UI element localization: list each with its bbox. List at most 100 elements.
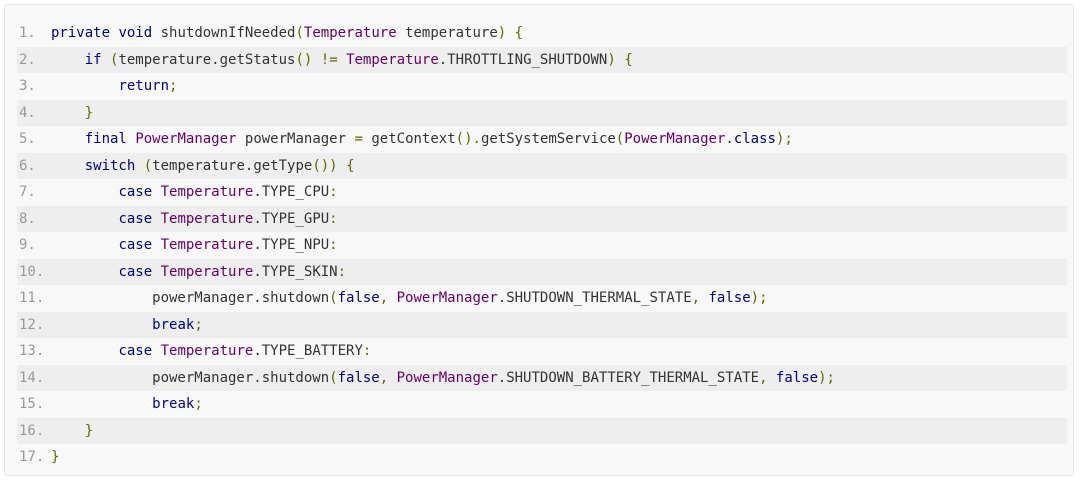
code-token-ident: powerManager.shutdown [51,290,330,306]
code-line: 7. case Temperature.TYPE_CPU: [17,179,1067,206]
code-token-paren: () [295,51,313,68]
line-number: 2. [19,51,36,68]
code-token-keyword: case [118,343,153,359]
code-token-ident [51,423,85,439]
code-token-paren: != [320,51,338,68]
line-content: } [51,423,93,439]
code-token-ident [51,158,85,174]
code-token-keyword: if [84,51,102,68]
code-token-paren: : [329,184,338,200]
code-line: 5. final PowerManager powerManager = get… [17,126,1067,153]
line-number: 9. [19,237,36,253]
code-token-keyword: case [118,263,153,280]
code-token-ident [51,343,118,359]
code-token-keyword: return [118,78,170,94]
code-token-paren: } [84,422,94,439]
code-token-ident [51,317,152,333]
line-content: if (temperature.getStatus() != Temperatu… [51,52,633,68]
code-token-paren: = [354,131,363,147]
code-token-keyword: switch [84,157,136,174]
code-token-keyword: break [152,396,195,412]
line-number: 17. [19,449,45,465]
code-token-type: Temperature [303,25,397,41]
code-token-paren: } [84,104,94,121]
code-token-ident [152,264,160,280]
code-token-paren: ( [295,25,304,41]
code-token-ident [51,131,85,147]
code-line: 11. powerManager.shutdown(false, PowerMa… [17,285,1067,312]
line-content: case Temperature.TYPE_GPU: [51,210,337,227]
code-token-ident: temperature.getStatus [118,51,296,68]
code-token-ident [152,343,160,359]
line-content: } [51,105,93,121]
code-token-ident: getSystemService [480,131,616,147]
code-token-paren: { [514,25,524,41]
code-token-paren: : [329,237,338,253]
line-content: break; [51,317,203,333]
code-token-paren: ); [775,131,793,147]
code-token-ident [506,25,514,41]
code-token-ident: .THROTTLING_SHUTDOWN [438,51,608,68]
code-token-ident [312,52,320,68]
line-content: powerManager.shutdown(false, PowerManage… [51,370,835,386]
code-token-ident [51,237,118,253]
code-token-type: Temperature [160,210,254,227]
code-token-type: PowerManager [135,131,237,147]
code-token-keyword: false [337,369,380,386]
code-token-keyword: final [84,131,127,147]
code-token-paren: , [379,290,397,306]
code-lines: 1.private void shutdownIfNeeded(Temperat… [17,20,1067,471]
code-token-keyword: case [118,210,153,227]
code-token-keyword: private [51,25,111,41]
code-token-type: Temperature [160,263,254,280]
code-line: 4. } [17,99,1067,126]
code-token-keyword: break [152,316,195,333]
code-token-ident: temperature.getType [152,157,313,174]
code-token-ident [51,396,152,412]
code-token-keyword: case [118,237,153,253]
code-line: 6. switch (temperature.getType()) { [17,152,1067,179]
code-token-keyword: false [775,369,819,386]
code-token-paren: : [337,263,347,280]
code-token-ident [152,237,160,253]
code-token-keyword: case [118,184,153,200]
code-token-paren: , [759,369,776,386]
code-token-ident: .SHUTDOWN_THERMAL_STATE [497,290,692,306]
code-token-paren: , [379,369,397,386]
code-token-paren: ) [607,51,616,68]
code-line: 1.private void shutdownIfNeeded(Temperat… [17,20,1067,47]
code-token-keyword: class [733,131,776,147]
code-token-ident [616,52,624,68]
code-line: 14. powerManager.shutdown(false, PowerMa… [17,364,1067,391]
line-content: powerManager.shutdown(false, PowerManage… [51,290,767,306]
code-token-type: Temperature [160,237,254,253]
code-token-ident [152,211,160,227]
line-content: switch (temperature.getType()) { [51,158,355,174]
code-token-keyword: void [118,25,153,41]
code-token-ident: .TYPE_BATTERY [253,343,363,359]
code-token-keyword: false [708,290,751,306]
code-line: 16. } [17,417,1067,444]
code-line: 12. break; [17,311,1067,338]
code-token-type: Temperature [160,343,254,359]
code-token-paren: { [346,157,355,174]
code-line: 10. case Temperature.TYPE_SKIN: [17,258,1067,285]
code-token-ident [51,264,118,280]
code-token-paren: ; [169,78,178,94]
code-token-type: Temperature [160,184,254,200]
line-number: 13. [19,343,45,359]
code-token-ident: .TYPE_SKIN [253,263,338,280]
line-number: 6. [19,157,36,174]
code-token-paren: ( [329,290,338,306]
code-token-ident [51,184,118,200]
code-line: 17.} [17,444,1067,471]
code-token-paren: ) [497,25,507,41]
line-content: } [51,449,59,465]
code-line: 13. case Temperature.TYPE_BATTERY: [17,338,1067,365]
line-content: case Temperature.TYPE_SKIN: [51,264,346,280]
line-number: 14. [19,369,45,386]
code-token-type: PowerManager [624,131,726,147]
line-number: 7. [19,184,36,200]
code-token-ident: .TYPE_CPU [253,184,330,200]
code-token-paren: , [691,290,709,306]
